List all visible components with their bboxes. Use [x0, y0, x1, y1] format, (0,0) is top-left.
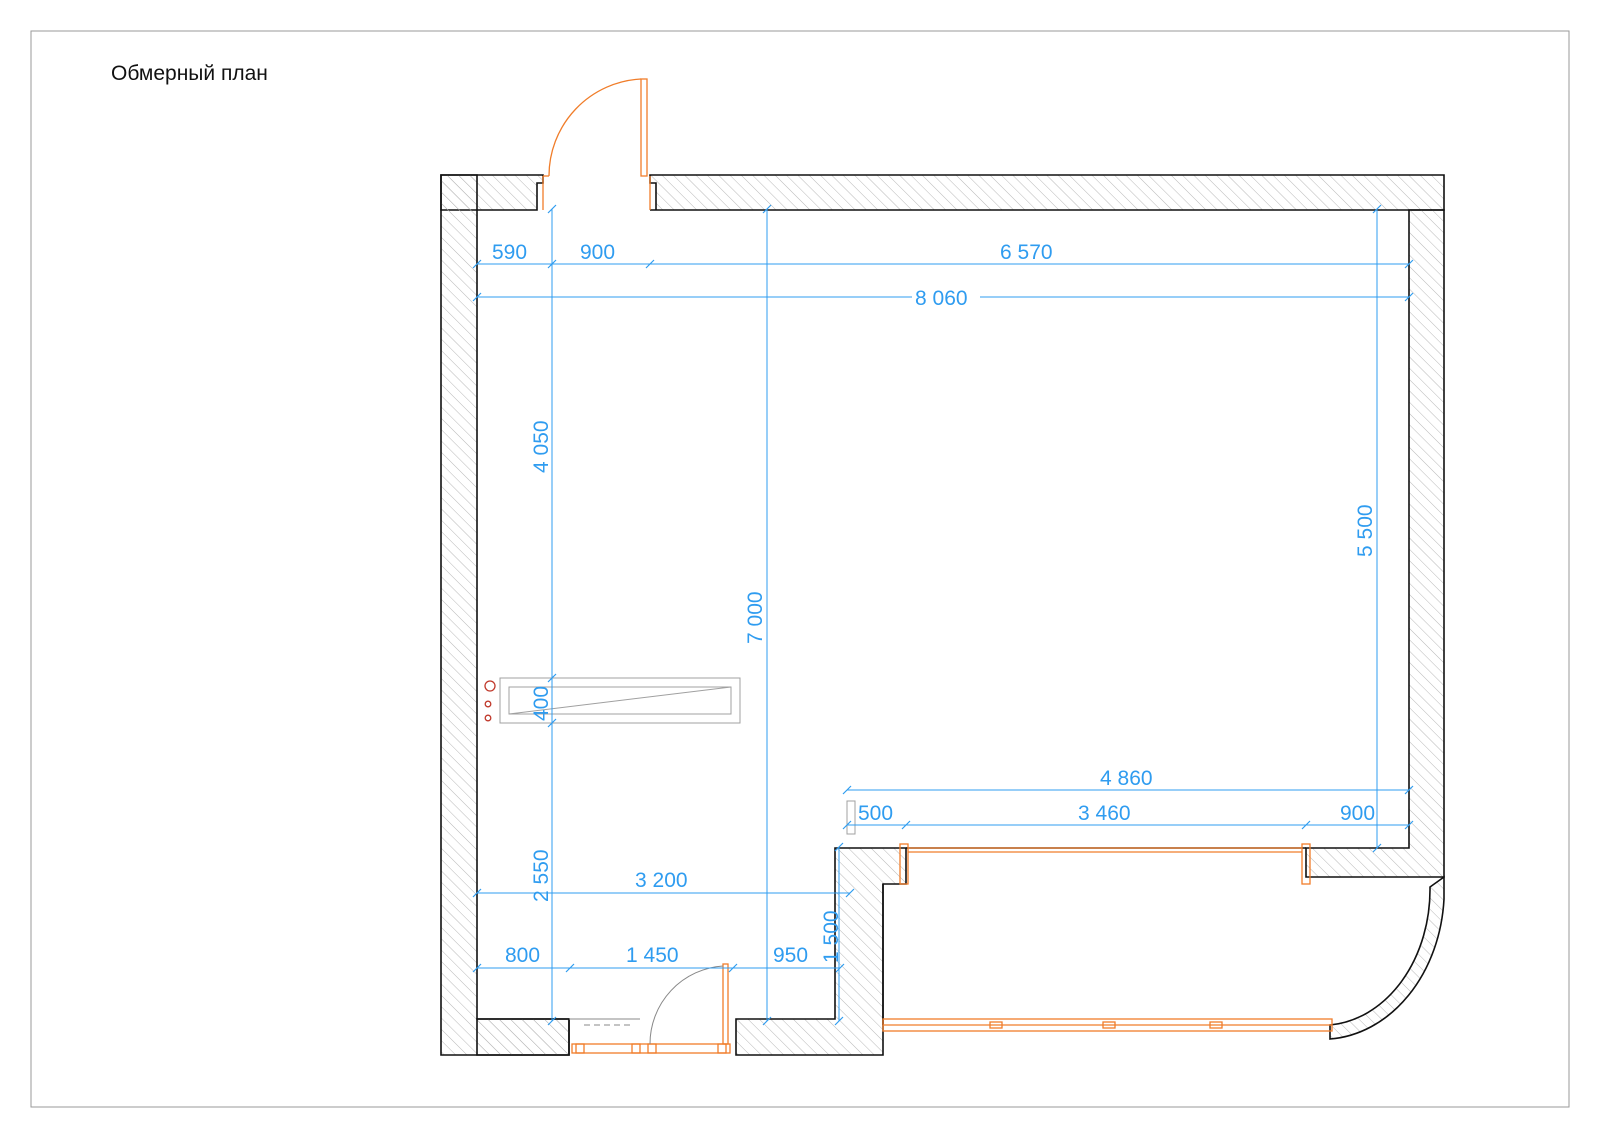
dim-8060: 8 060	[915, 287, 968, 310]
wall-bottom-left-piece	[476, 1018, 570, 1056]
sheet-frame	[30, 30, 1570, 1108]
pipe-small-2	[484, 714, 492, 722]
openings	[542, 78, 1333, 1054]
dimension-lines	[477, 209, 1409, 1021]
dim-4860: 4 860	[1100, 767, 1153, 790]
dim-1500: 1 500	[820, 910, 843, 963]
dim-6570: 6 570	[1000, 241, 1053, 264]
pipe-large	[484, 680, 496, 692]
dimension-labels: 590 900 6 570 8 060 4 050 7 000 5 500 40…	[492, 241, 1377, 967]
dim-900-top: 900	[580, 241, 615, 264]
upper-window-jamb-right	[1301, 843, 1311, 885]
entrance-details	[569, 965, 724, 1045]
plan-title: Обмерный план	[111, 62, 268, 85]
inner-wall-lines	[882, 847, 1306, 1025]
dimension-ticks	[472, 204, 1414, 1026]
radiator	[499, 677, 741, 724]
dim-590: 590	[492, 241, 527, 264]
entrance-door-swing	[649, 965, 724, 1045]
wall-right-upper	[1305, 209, 1445, 878]
dim-1450: 1 450	[626, 944, 679, 967]
dim-4050: 4 050	[530, 420, 553, 473]
pipe-small-1	[484, 700, 492, 708]
dim-3460: 3 460	[1078, 802, 1131, 825]
dim-800: 800	[505, 944, 540, 967]
top-door-leaf	[640, 78, 648, 177]
dim-3200: 3 200	[635, 869, 688, 892]
entrance-door-leaf	[722, 963, 729, 1045]
dim-400: 400	[530, 686, 553, 721]
pipes	[484, 680, 496, 722]
walls	[440, 174, 1445, 1056]
dim-900-right: 900	[1340, 802, 1375, 825]
dim-950: 950	[773, 944, 808, 967]
dim-2550: 2 550	[530, 849, 553, 902]
wall-left	[440, 174, 570, 1056]
column-stub	[846, 800, 856, 835]
dim-7000: 7 000	[744, 591, 767, 644]
entrance-window-frame	[571, 1043, 731, 1054]
wall-top-right	[649, 174, 1445, 211]
top-door-swing	[548, 78, 642, 177]
curved-wall	[1329, 875, 1445, 1040]
dim-5500: 5 500	[1354, 504, 1377, 557]
dim-500: 500	[858, 802, 893, 825]
upper-window-jamb-left	[899, 843, 909, 885]
